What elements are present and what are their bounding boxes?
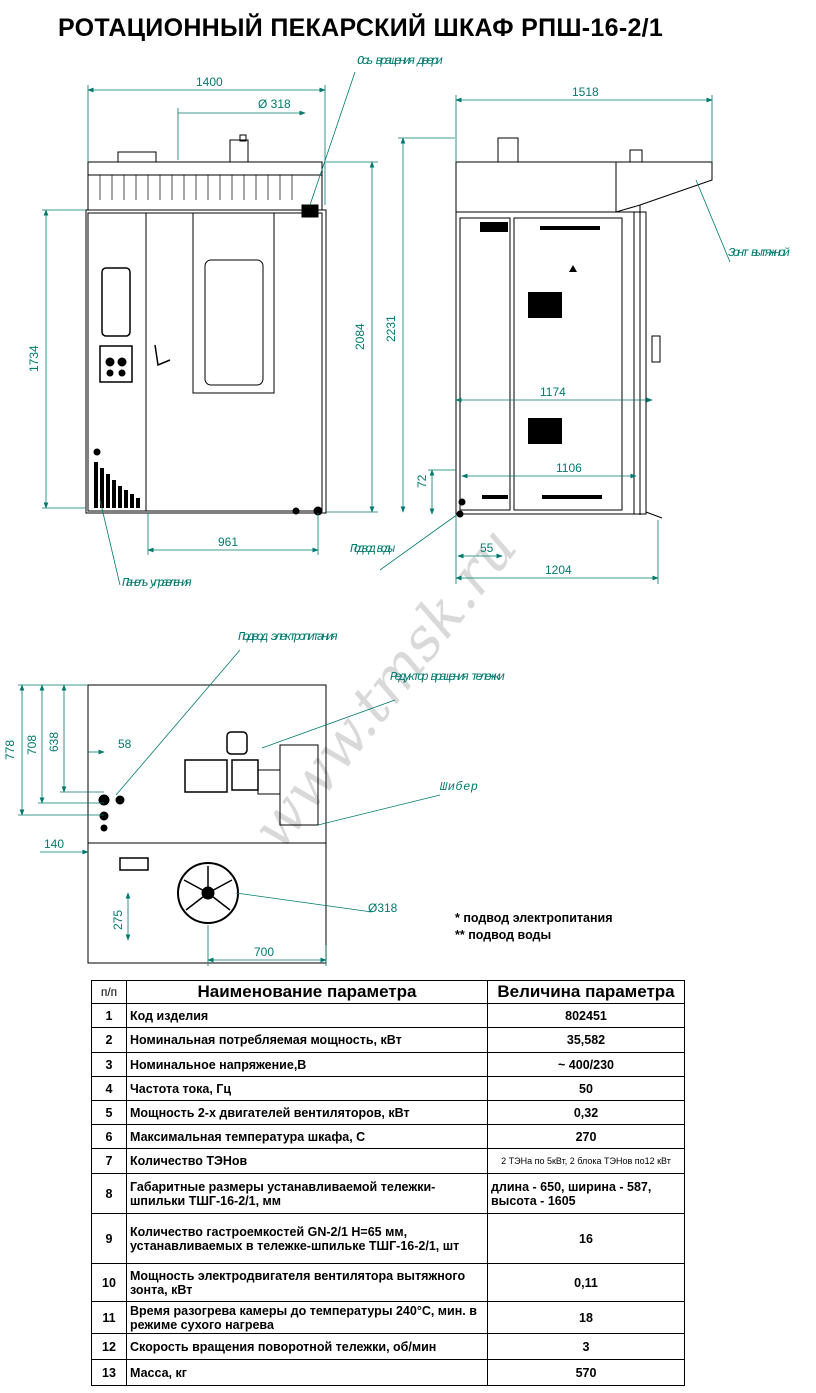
table-cell: ~ 400/230 (487, 1052, 685, 1077)
table-cell: 0,32 (487, 1100, 685, 1125)
page-title: РОТАЦИОННЫЙ ПЕКАРСКИЙ ШКАФ РПШ-16-2/1 (58, 14, 664, 42)
dim-diameter: Ø 318 (258, 97, 291, 111)
table-cell: 3 (487, 1333, 685, 1360)
table-cell: 5 (91, 1100, 127, 1125)
table-cell: 1 (91, 1003, 127, 1028)
table-cell: Код изделия (126, 1003, 488, 1028)
note-power: * подвод электропитания (455, 911, 613, 925)
table-cell: Частота тока, Гц (126, 1076, 488, 1101)
table-cell: 11 (91, 1301, 127, 1334)
table-cell: 802451 (487, 1003, 685, 1028)
label-damper: Шибер (439, 780, 478, 794)
table-cell: 13 (91, 1359, 127, 1386)
dim-318: Ø318 (368, 901, 398, 915)
label-door-axis: Ось вращения двери (357, 54, 443, 68)
table-cell: 18 (487, 1301, 685, 1334)
dim-140: 140 (44, 837, 64, 851)
table-cell: 0,11 (487, 1263, 685, 1302)
table-cell: 4 (91, 1076, 127, 1101)
label-power-inlet: Подвод электропитания (238, 630, 338, 644)
table-cell: Максимальная температура шкафа, С (126, 1124, 488, 1149)
table-cell: 12 (91, 1333, 127, 1360)
table-cell: Время разогрева камеры до температуры 24… (126, 1301, 488, 1334)
table-cell: 7 (91, 1148, 127, 1174)
table-cell: 8 (91, 1173, 127, 1214)
table-cell: Мощность электродвигателя вентилятора вы… (126, 1263, 488, 1302)
dim-door-width: 961 (218, 535, 238, 549)
watermark: www.tmsk.ru (238, 514, 530, 861)
table-cell: Скорость вращения поворотной тележки, об… (126, 1333, 488, 1360)
table-cell: 570 (487, 1359, 685, 1386)
dim-height-body: 1734 (27, 345, 41, 372)
col-param-value: Величина параметра (487, 980, 685, 1004)
plan-view (87, 684, 327, 964)
dim-height-total: 2231 (384, 315, 398, 342)
dim-width: 1400 (196, 75, 223, 89)
technical-drawing: www.tmsk.ru (3, 54, 790, 966)
table-cell: 270 (487, 1124, 685, 1149)
table-cell: Номинальная потребляемая мощность, кВт (126, 1027, 488, 1053)
dim-700: 700 (254, 945, 274, 959)
table-cell: 2 (91, 1027, 127, 1053)
table-cell: Мощность 2-х двигателей вентиляторов, кВ… (126, 1100, 488, 1125)
label-hood: Зонт вытяжной (728, 246, 790, 260)
table-cell: Количество гастроемкостей GN-2/1 H=65 мм… (126, 1213, 488, 1264)
table-cell: Масса, кг (126, 1359, 488, 1386)
dim-leg-height: 72 (415, 474, 429, 488)
dim-708: 708 (25, 735, 39, 755)
table-cell: 6 (91, 1124, 127, 1149)
label-water-inlet: Подвод воды (350, 542, 396, 556)
dim-offset: 55 (480, 541, 494, 555)
table-cell: 16 (487, 1213, 685, 1264)
side-view (455, 137, 713, 519)
table-cell: 35,582 (487, 1027, 685, 1053)
table-cell: Количество ТЭНов (126, 1148, 488, 1174)
table-header-row: п/п Наименование параметра Величина пара… (91, 980, 685, 1004)
table-cell: Номинальное напряжение,В (126, 1052, 488, 1077)
dim-width-total: 1518 (572, 85, 599, 99)
table-cell: Габаритные размеры устанавливаемой тележ… (126, 1173, 488, 1214)
dim-778: 778 (3, 740, 17, 760)
table-cell: 3 (91, 1052, 127, 1077)
dim-bottom-width: 1106 (556, 461, 582, 475)
dim-inner-width: 1174 (540, 385, 566, 399)
spec-table: п/п Наименование параметра Величина пара… (91, 980, 685, 1386)
front-view (85, 134, 327, 516)
label-reducer: Редуктор вращения тележки (390, 670, 505, 684)
dim-638: 638 (47, 732, 61, 752)
table-cell: 2 ТЭНа по 5кВт, 2 блока ТЭНов по12 кВт (487, 1148, 685, 1174)
col-num: п/п (91, 980, 127, 1004)
note-water: ** подвод воды (455, 928, 552, 942)
table-cell: длина - 650, ширина - 587, высота - 1605 (487, 1173, 685, 1214)
table-cell: 9 (91, 1213, 127, 1264)
table-cell: 50 (487, 1076, 685, 1101)
dim-58: 58 (118, 737, 132, 751)
col-param-name: Наименование параметра (126, 980, 488, 1004)
dim-base-width: 1204 (545, 563, 572, 577)
label-control-panel: Панель управления (122, 576, 192, 590)
dim-275: 275 (111, 910, 125, 930)
dim-height-top: 2084 (353, 323, 367, 350)
table-cell: 10 (91, 1263, 127, 1302)
